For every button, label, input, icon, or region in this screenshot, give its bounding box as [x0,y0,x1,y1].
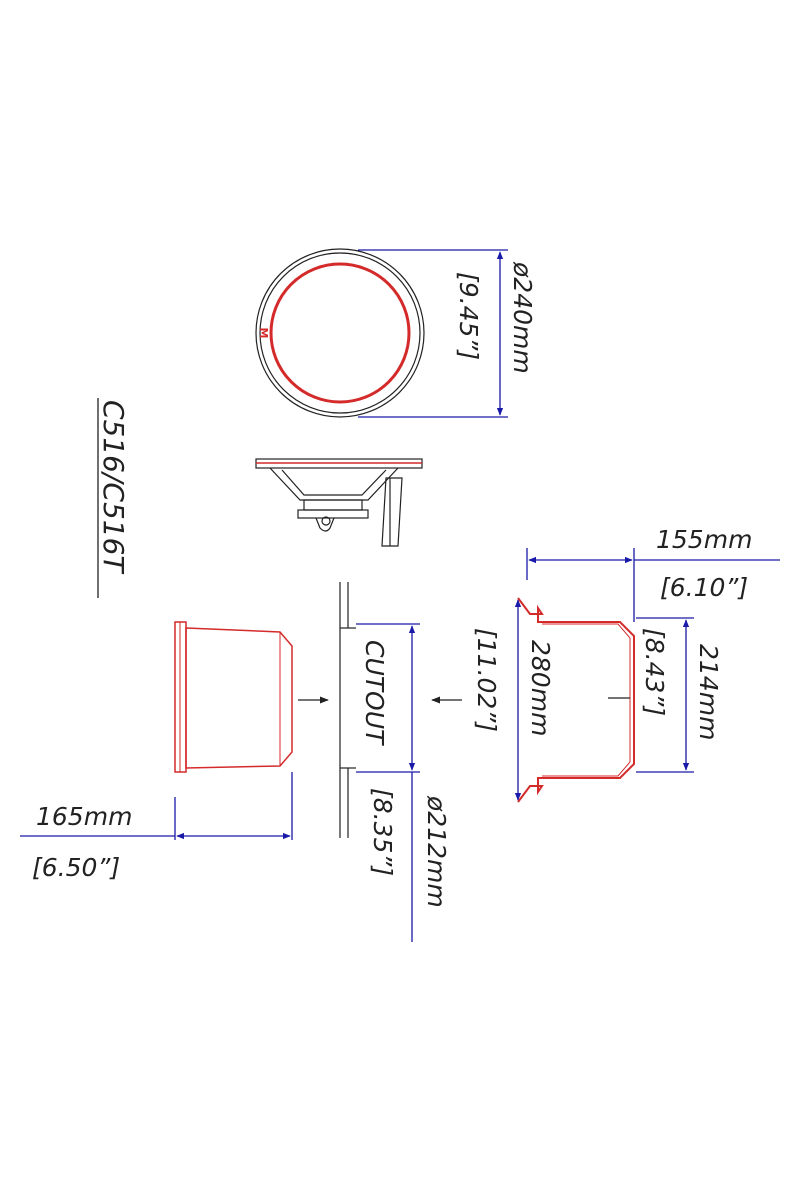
dim-8-35-in: [8.35”] [368,788,397,876]
side-ring-dot [321,516,331,526]
side-basket-body [185,627,293,769]
dim-9-45-in: [9.45”] [454,272,483,360]
side-ring [315,517,335,532]
dim-6-10-in: [6.10”] [660,573,748,602]
top-view-rim-inner [259,252,421,414]
dim-240mm: ø240mm [508,261,537,374]
dim-11-02-in: [11.02”] [472,628,501,732]
side-elevation-view [255,458,423,547]
side-neck [303,499,363,511]
top-view-basket-circle [269,262,411,404]
section-basket-inner [542,623,631,777]
dim-6-50-in: [6.50”] [32,853,120,882]
section-view: 155mm [6.10”] 280mm [11.02”] 214mm [8.43… [472,525,780,803]
dim-155mm: 155mm [656,525,752,554]
dim-280mm: 280mm [526,640,555,736]
dim-214mm: 214mm [694,644,723,740]
section-basket-profile [517,597,635,803]
model-label: C516/C516T [97,400,130,574]
dim-8-43-in: [8.43”] [640,628,669,716]
side-cone-inner [281,469,387,496]
side-collar [297,509,369,519]
cutout-view: CUTOUT ø212mm [8.35”] [298,582,462,942]
dim-165mm: 165mm [36,802,132,831]
dim-212mm: ø212mm [422,795,451,908]
top-view-outer-rim [255,248,425,418]
top-view: M ø240mm [9.45”] [255,248,537,418]
side-view-basket: 165mm [6.50”] [20,621,293,882]
side-overflow-tube [381,477,403,547]
brand-logo-mark: M [257,328,270,339]
cutout-label: CUTOUT [360,640,389,746]
